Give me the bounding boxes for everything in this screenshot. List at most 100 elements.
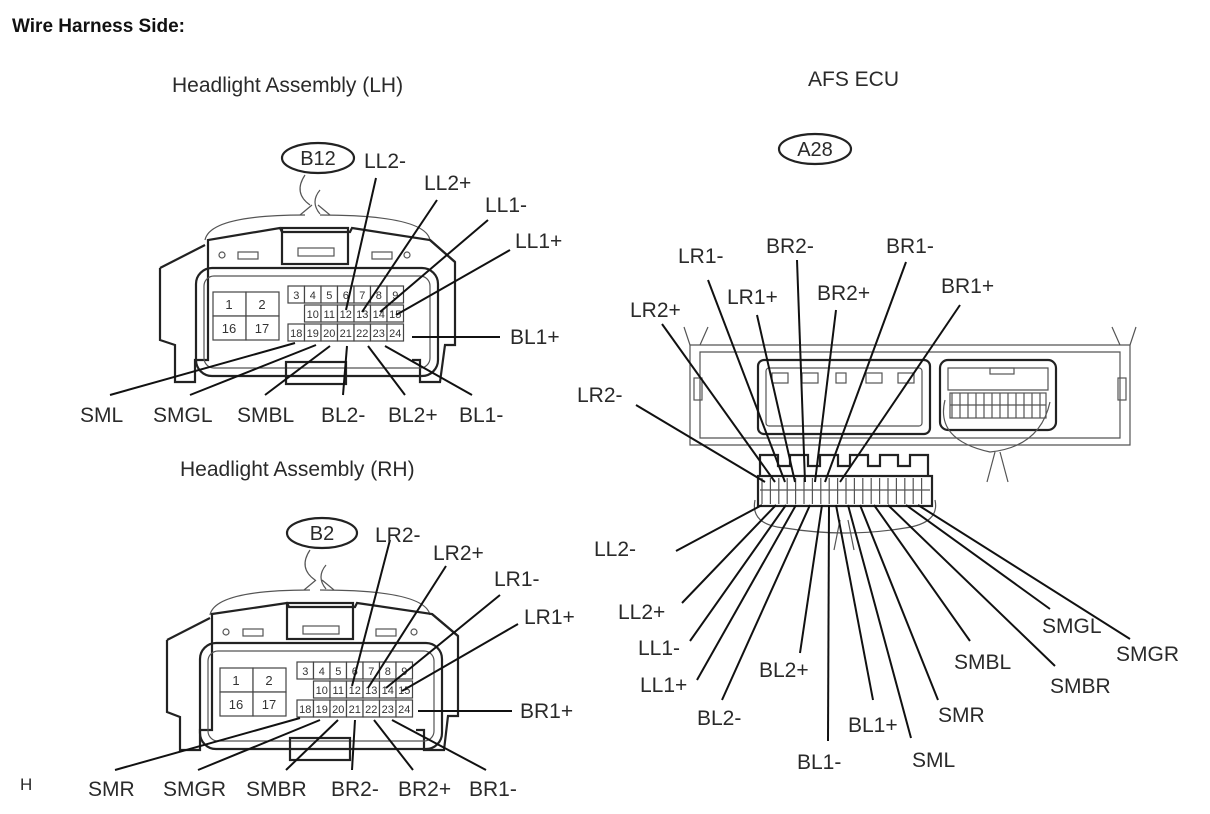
pin-number: 10 [307,309,319,321]
wire-line [689,504,787,642]
pin-label-smr: SMR [88,778,135,801]
ecu-label-bl1-minus: BL1- [797,751,841,774]
pin-number: 11 [333,685,344,697]
connector-id-a28: A28 [797,139,833,161]
wire-line [721,504,811,701]
pin-number: 23 [382,704,394,716]
connector-id-b2: B2 [310,523,334,545]
pin-number: 20 [323,328,335,340]
pin-number: 22 [365,704,377,716]
ecu-label-bl1-plus: BL1+ [848,714,898,737]
ecu-label-ll1-minus: LL1- [638,637,680,660]
pin-label-bl1-plus: BL1+ [510,326,560,349]
pin-number: 7 [359,290,365,302]
pin-number: 11 [324,309,335,321]
pin-label-bl2-minus: BL2- [321,404,365,427]
pin-label: 16 [222,321,236,336]
pin-cell [395,661,414,680]
wire-line [827,504,830,742]
ecu-label-smbr: SMBR [1050,675,1111,698]
pin-label: 2 [265,673,272,688]
pin-label: 1 [232,673,239,688]
pin-number: 14 [373,309,385,321]
pin-number: 7 [368,666,374,678]
pin-number: 19 [307,328,319,340]
wire-line [887,504,1056,667]
wire-line [835,504,874,701]
ecu-label-ll2-plus: LL2+ [618,601,665,624]
pin-cell [386,323,405,342]
pin-number: 23 [373,328,385,340]
pin-number: 4 [310,290,316,302]
wire-line [661,323,776,483]
pin-number: 20 [332,704,344,716]
pin-label: 17 [262,697,276,712]
connector-id-b12: B12 [300,148,336,170]
connector-id-oval [280,141,356,175]
pin-cell [386,285,405,304]
wire-line [696,504,797,681]
pin-number: 12 [349,685,361,697]
pin-cell [386,304,405,323]
pin-label-sml: SML [80,404,123,427]
ecu-label-bl2-plus: BL2+ [759,659,809,682]
wire-line [847,504,912,739]
wire-line [859,504,939,701]
pin-number: 19 [316,704,328,716]
afs-ecu-connector: AFS ECU A28 [577,68,1179,774]
pin-label-smbr: SMBR [246,778,307,801]
pin-number: 14 [382,685,394,697]
ecu-label-br1-minus: BR1- [886,235,934,258]
pin-number: 24 [389,328,401,340]
pin-label-smbl: SMBL [237,404,294,427]
pin-cell [395,699,414,718]
ecu-label-smr: SMR [938,704,985,727]
ecu-label-br1-plus: BR1+ [941,275,994,298]
figure-code: H [20,775,32,794]
pin-label-br1-plus: BR1+ [520,700,573,723]
wire-line [756,314,796,483]
pin-label-bl1-minus: BL1- [459,404,503,427]
connector-housing [158,226,457,384]
ecu-label-lr1-plus: LR1+ [727,286,778,309]
pin-label-lr2-plus: LR2+ [433,542,484,565]
wire-line [917,504,1131,640]
ecu-housing [683,326,1137,483]
lh-wires [109,177,511,396]
page-header: Wire Harness Side: [12,16,185,37]
headlight-lh-title: Headlight Assembly (LH) [172,74,403,97]
pin-number: 21 [340,328,352,340]
pin-label-lr1-minus: LR1- [494,568,540,591]
pin-label: 1 [225,297,232,312]
pin-label-bl2-plus: BL2+ [388,404,438,427]
ecu-harness-connector [753,453,937,551]
pin-number: 3 [293,290,299,302]
pin-label-br1-minus: BR1- [469,778,517,801]
wire-line [707,279,786,483]
pin-label-smgl: SMGL [153,404,213,427]
pin-label-smgr: SMGR [163,778,226,801]
pin-label: 17 [255,321,269,336]
ecu-label-lr1-minus: LR1- [678,245,724,268]
pin-label-lr1-plus: LR1+ [524,606,575,629]
ecu-label-sml: SML [912,749,955,772]
wire-line [681,504,777,604]
pin-number: 9 [392,290,398,302]
wire-bundle-icon [299,174,331,216]
pin-number: 3 [302,666,308,678]
wire-line [905,504,1051,610]
pin-number: 15 [389,309,401,321]
ecu-label-smgr: SMGR [1116,643,1179,666]
pin-number: 10 [316,685,328,697]
pin-label-ll2-minus: LL2- [364,150,406,173]
pin-label-ll2-plus: LL2+ [424,172,471,195]
wire-line [824,261,907,483]
pin-number: 22 [356,328,368,340]
pin-label: 16 [229,697,243,712]
pin-number: 12 [340,309,352,321]
wire-bundle-icon [303,549,335,591]
